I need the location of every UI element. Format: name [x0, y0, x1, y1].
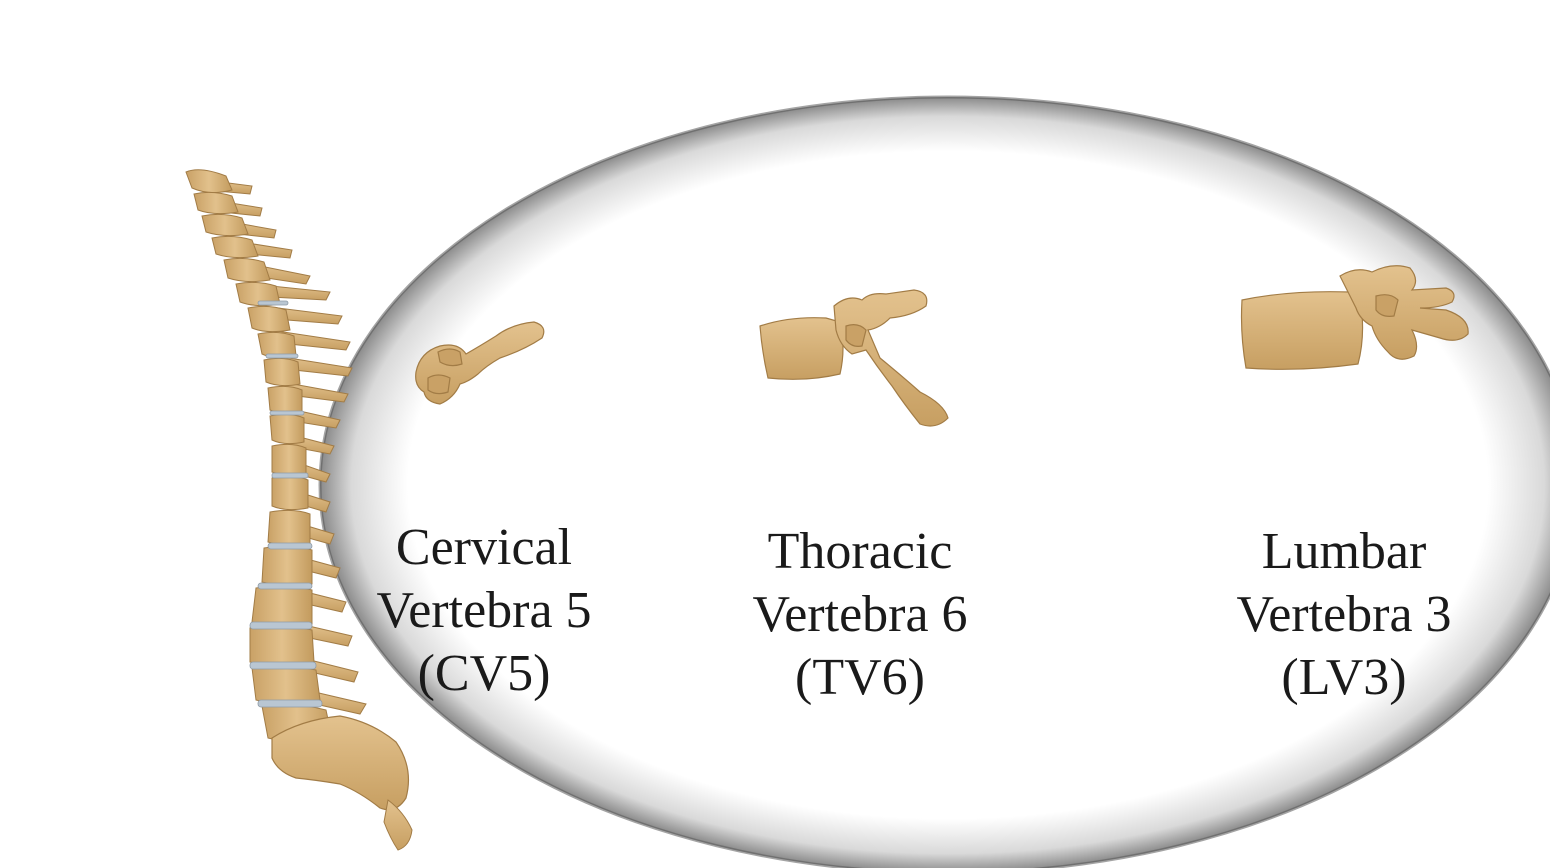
lv3-label-line1: Lumbar	[1261, 523, 1427, 580]
lv3-label: Lumbar Vertebra 3 (LV3)	[1164, 520, 1524, 709]
coccyx	[383, 799, 413, 851]
lv3-label-line2: Vertebra 3	[1236, 586, 1452, 643]
tv6-label-line3: (TV6)	[795, 649, 925, 706]
tv6-vertebra-shape	[759, 289, 949, 427]
magnifier-oval-rim	[318, 95, 1550, 868]
tv6-label-line2: Vertebra 6	[752, 586, 968, 643]
cv5-label-line2: Vertebra 5	[376, 582, 592, 639]
intervertebral-discs	[249, 300, 323, 708]
sacrum	[271, 715, 409, 811]
lv3-vertebra-shape	[1240, 265, 1469, 370]
tv6-label: Thoracic Vertebra 6 (TV6)	[680, 520, 1040, 709]
magnifier-oval	[320, 97, 1550, 868]
tv6-label-line1: Thoracic	[767, 523, 953, 580]
spine-illustration	[185, 169, 413, 851]
cv5-label-line3: (CV5)	[417, 645, 551, 702]
cv5-vertebra-shape	[415, 321, 545, 405]
lv3-label-line3: (LV3)	[1281, 649, 1407, 706]
cv5-label: Cervical Vertebra 5 (CV5)	[304, 516, 664, 705]
cv5-label-line1: Cervical	[395, 519, 573, 576]
